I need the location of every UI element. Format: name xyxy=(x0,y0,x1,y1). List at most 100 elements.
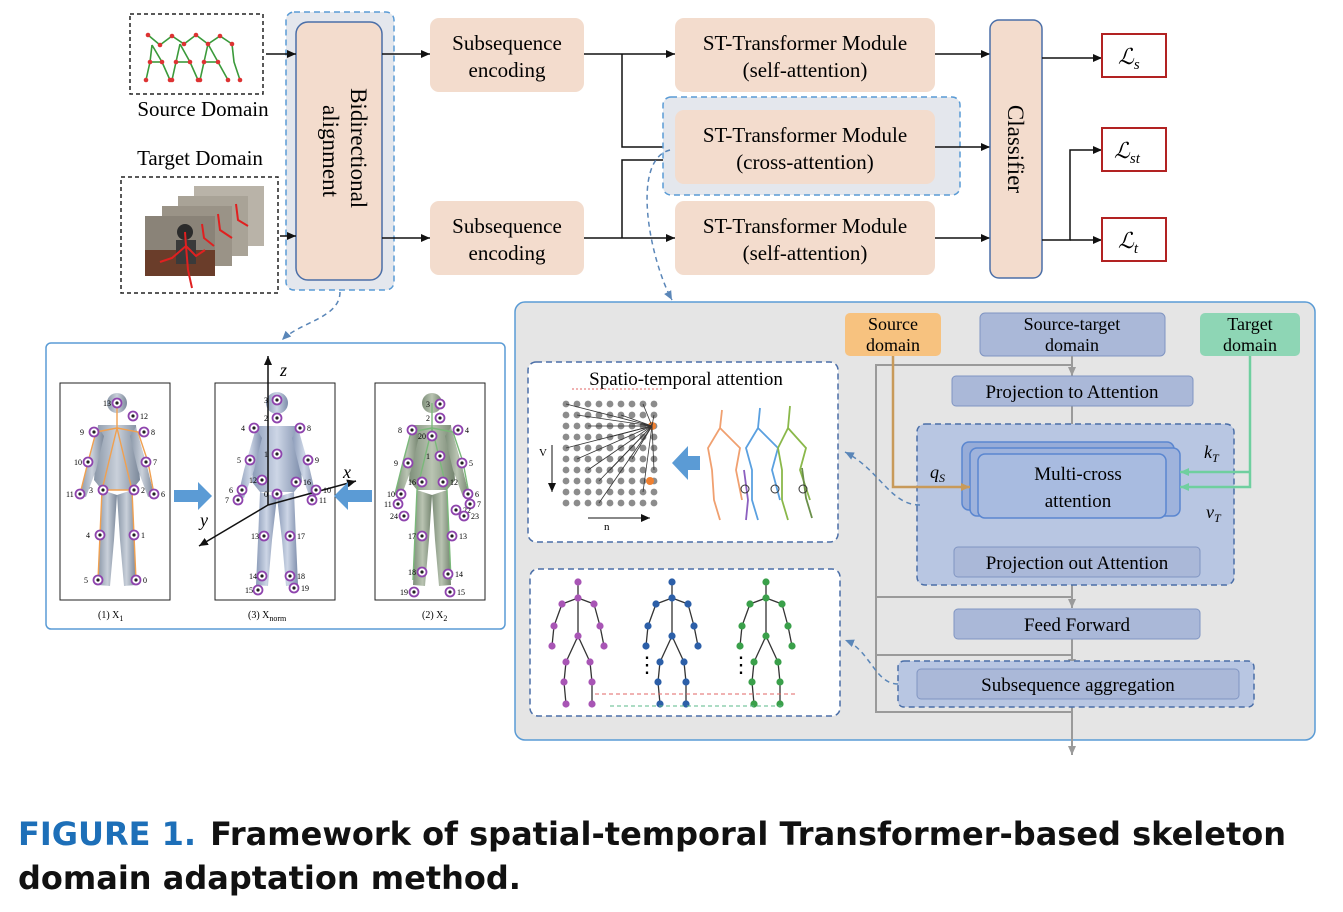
grid-node xyxy=(573,499,581,507)
joint-label: 12 xyxy=(249,476,257,485)
encoder-top-line1: Subsequence xyxy=(452,31,562,55)
grid-node xyxy=(584,433,592,441)
joint-label: 8 xyxy=(307,424,311,433)
grid-node xyxy=(573,422,581,430)
skeleton-joint xyxy=(562,700,570,708)
st-transformer-cross-attention xyxy=(675,110,935,184)
grid-node xyxy=(584,400,592,408)
attention-edge xyxy=(609,425,653,438)
skeleton-joint xyxy=(600,642,608,650)
joint-label: 10 xyxy=(323,486,331,495)
joint-label: 20 xyxy=(418,432,426,441)
grid-node xyxy=(573,433,581,441)
grid-node xyxy=(584,444,592,452)
joint-label: 10 xyxy=(387,490,395,499)
st-transformer-self-attention-top xyxy=(675,18,935,92)
joint-dot xyxy=(260,478,264,482)
grid-node xyxy=(650,455,658,463)
attention-edge xyxy=(642,425,653,493)
loss-source-target-box xyxy=(1101,127,1167,172)
joint-dot xyxy=(310,498,314,502)
skeleton-joint xyxy=(736,642,744,650)
grid-node xyxy=(584,499,592,507)
joint-label: 14 xyxy=(249,572,257,581)
attention-edge xyxy=(576,414,653,427)
grid-node xyxy=(606,400,614,408)
grid-axis-n: n xyxy=(604,521,610,533)
loss-source-target-label: ℒst xyxy=(1114,138,1141,167)
multi-cross-line2: attention xyxy=(1045,491,1112,512)
loss-target-label: ℒt xyxy=(1118,228,1139,257)
bidirectional-alignment-box xyxy=(295,21,383,281)
joint-dot xyxy=(132,533,136,537)
joint-dot xyxy=(306,458,310,462)
joint-label: 1 xyxy=(264,450,268,459)
skeleton-bone xyxy=(553,603,563,627)
grid-node xyxy=(606,477,614,485)
joint-label: 13 xyxy=(103,399,111,408)
skeleton-joint xyxy=(690,622,698,630)
joint-label: 24 xyxy=(390,512,398,521)
joint-label: 6 xyxy=(229,486,233,495)
joint-dot xyxy=(298,426,302,430)
multi-cross-line1: Multi-cross xyxy=(1034,464,1122,485)
joint-dot xyxy=(142,430,146,434)
grid-node xyxy=(639,466,647,474)
grid-node xyxy=(606,499,614,507)
joint-dot xyxy=(430,434,434,438)
subsequence-encoding-top xyxy=(430,18,584,92)
source-token-line2: domain xyxy=(866,335,920,355)
ellipsis-left: ⋮ xyxy=(636,652,658,677)
joint-label: 8 xyxy=(398,426,402,435)
skeleton-joint xyxy=(644,622,652,630)
grid-node xyxy=(617,477,625,485)
skeleton-joint xyxy=(682,678,690,686)
grid-node xyxy=(595,400,603,408)
joint-label: 18 xyxy=(408,568,416,577)
grid-node xyxy=(562,455,570,463)
joint-label: 15 xyxy=(245,586,253,595)
attention-edge xyxy=(651,414,655,427)
v-target-label: vT xyxy=(1206,502,1222,525)
target-domain-input xyxy=(120,176,279,294)
grid-node xyxy=(639,477,647,485)
grid-node xyxy=(562,433,570,441)
grid-node xyxy=(628,466,636,474)
joint-dot xyxy=(131,414,135,418)
projection-out-label: Projection out Attention xyxy=(986,553,1169,574)
joint-label: 11 xyxy=(384,500,392,509)
grid-node xyxy=(617,488,625,496)
target-token-line2: domain xyxy=(1223,335,1277,355)
st-mid-line1: ST-Transformer Module xyxy=(703,123,907,147)
target-domain-token xyxy=(1200,313,1300,356)
skeleton-joint xyxy=(588,700,596,708)
subsequence-aggregation-visual xyxy=(529,568,841,717)
joint-label: 10 xyxy=(74,458,82,467)
grid-node xyxy=(595,433,603,441)
grid-node xyxy=(606,488,614,496)
joint-label: 1 xyxy=(141,531,145,540)
attention-edge xyxy=(642,403,653,427)
skeleton-joint xyxy=(590,600,598,608)
projection-to-attention-box xyxy=(951,375,1194,407)
joint-dot xyxy=(450,534,454,538)
subsequence-aggregation-label: Subsequence aggregation xyxy=(981,675,1175,696)
joint-label: 2 xyxy=(141,486,145,495)
skeleton-joint xyxy=(750,658,758,666)
skeleton-bone xyxy=(741,603,751,627)
joint-dot xyxy=(115,401,119,405)
grid-node xyxy=(639,444,647,452)
attention-edge xyxy=(620,414,653,427)
joint-label: 0 xyxy=(143,576,147,585)
joint-label: 17 xyxy=(297,532,305,541)
joint-label: 16 xyxy=(408,478,416,487)
figure-number: FIGURE 1. xyxy=(18,815,197,853)
joint-label: 1 xyxy=(426,452,430,461)
joint-dot xyxy=(441,480,445,484)
skeleton-joint xyxy=(574,632,582,640)
grid-node xyxy=(650,433,658,441)
skeleton-bone xyxy=(563,681,567,705)
grid-node xyxy=(639,455,647,463)
skeleton-joint xyxy=(788,642,796,650)
grid-node xyxy=(562,499,570,507)
